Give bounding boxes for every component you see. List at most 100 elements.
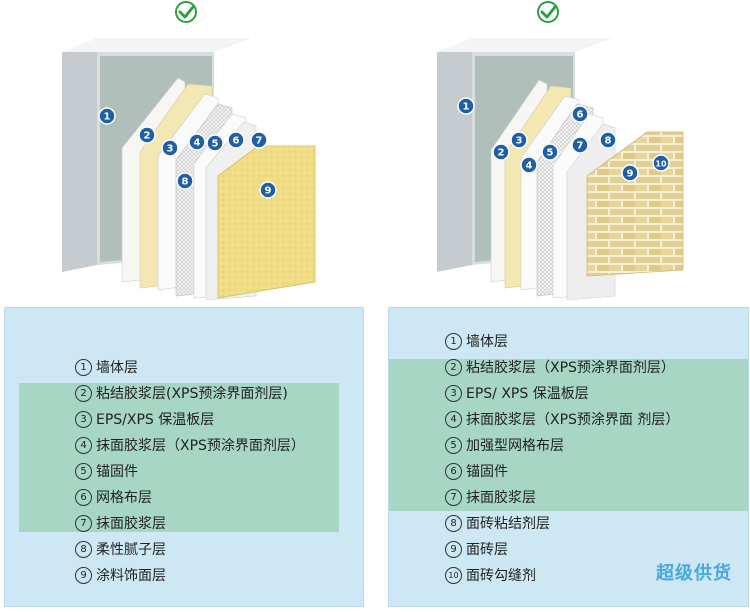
svg-text:6: 6 [577,110,584,121]
svg-text:1: 1 [463,102,470,113]
legend-label: EPS/XPS 保温板层 [96,412,215,428]
right-badge-6: 6 [571,105,589,123]
right-badge-3: 3 [510,131,528,149]
left-highlight-band [19,383,339,532]
watermark: 超级供货 [656,563,732,584]
svg-text:4: 4 [526,161,533,172]
svg-text:5: 5 [212,139,219,150]
legend-number: 5 [75,462,92,480]
legend-number: 4 [75,436,92,454]
legend-number: 7 [445,488,462,506]
check-icon [175,1,197,23]
left-badge-7: 7 [250,131,268,149]
legend-number: 7 [75,514,92,532]
svg-text:2: 2 [498,148,505,159]
legend-label: 涂料饰面层 [96,568,166,584]
svg-text:9: 9 [627,169,634,180]
legend-number: 5 [445,436,462,454]
legend-number: 9 [75,566,92,584]
svg-text:7: 7 [577,141,584,152]
legend-label: EPS/ XPS 保温板层 [466,386,589,402]
right-badge-7: 7 [571,136,589,154]
legend-label: 抹面胶浆层 [96,516,166,532]
legend-number: 1 [75,358,92,376]
left-badge-5: 5 [206,134,224,152]
legend-label: 锚固件 [466,464,508,480]
legend-number: 10 [445,566,462,584]
svg-text:3: 3 [516,136,523,147]
right-badge-1: 1 [457,97,475,115]
legend-number: 6 [75,488,92,506]
svg-text:3: 3 [167,144,174,155]
legend-label: 粘结胶浆层(XPS预涂界面剂层) [96,386,288,402]
legend-label: 面砖层 [466,542,508,558]
svg-text:2: 2 [144,131,151,142]
svg-text:8: 8 [182,177,189,188]
legend-number: 1 [445,332,462,350]
right-badge-5: 5 [541,143,559,161]
legend-number: 8 [75,540,92,558]
legend-label: 粘结胶浆层（XPS预涂界面剂层） [466,360,675,376]
legend-label: 墙体层 [96,360,138,376]
layer-coating [217,145,316,299]
left-badge-9: 9 [259,181,277,199]
check-icon [537,1,559,23]
legend-number: 2 [75,384,92,402]
svg-text:1: 1 [104,112,111,123]
legend-label: 面砖粘结剂层 [466,516,550,532]
right-badge-2: 2 [492,143,510,161]
right-highlight-band [389,359,748,511]
legend-number: 3 [445,384,462,402]
legend-label: 网格布层 [96,490,152,506]
legend-label: 抹面胶浆层 [466,490,536,506]
legend-number: 9 [445,540,462,558]
legend-number: 6 [445,462,462,480]
right-badge-4: 4 [520,156,538,174]
left-badge-3: 3 [161,139,179,157]
left-badge-6: 6 [227,131,245,149]
left-badge-4: 4 [188,133,206,151]
svg-text:7: 7 [256,136,263,147]
svg-text:6: 6 [233,136,240,147]
left-badge-2: 2 [138,126,156,144]
legend-label: 加强型网格布层 [466,438,564,454]
legend-label: 抹面胶浆层（XPS预涂界面剂层） [96,438,305,454]
legend-label: 柔性腻子层 [96,542,166,558]
right-badge-8: 8 [599,131,617,149]
right-legend-panel [388,307,749,607]
svg-text:5: 5 [547,148,554,159]
legend-number: 4 [445,410,462,428]
svg-text:8: 8 [605,136,612,147]
svg-text:4: 4 [194,138,201,149]
left-legend-panel [4,307,364,607]
legend-number: 8 [445,514,462,532]
legend-number: 2 [445,358,462,376]
left-badge-8: 8 [176,172,194,190]
legend-label: 墙体层 [466,334,508,350]
